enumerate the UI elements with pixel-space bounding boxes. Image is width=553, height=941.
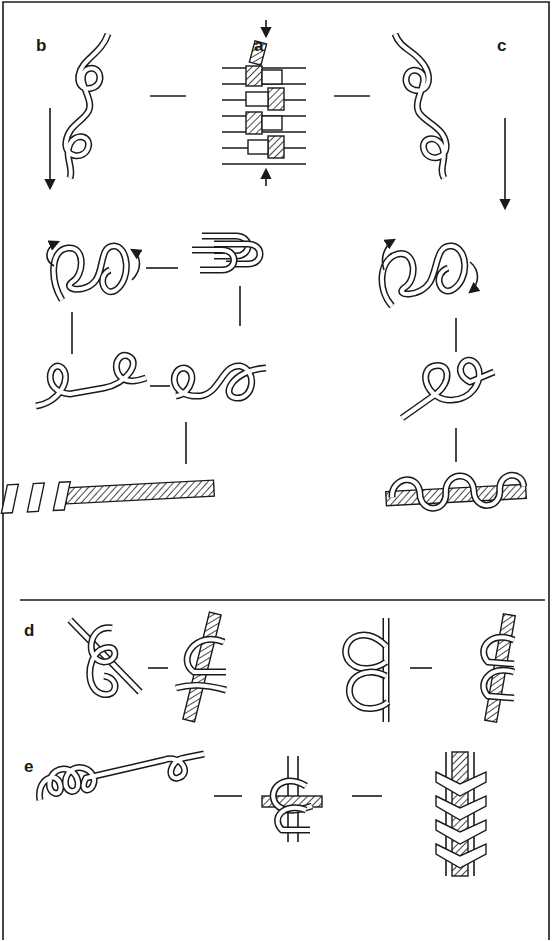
panel-letter: c: [497, 37, 506, 54]
frame: [3, 2, 549, 940]
panel-letter: d: [24, 622, 34, 639]
stacked-coil: [436, 752, 486, 876]
weave-detail: [222, 20, 306, 186]
panel-letter: e: [24, 758, 33, 775]
panel-letter: a: [254, 37, 263, 54]
panel-letter: b: [36, 37, 46, 54]
divider: [20, 599, 545, 601]
